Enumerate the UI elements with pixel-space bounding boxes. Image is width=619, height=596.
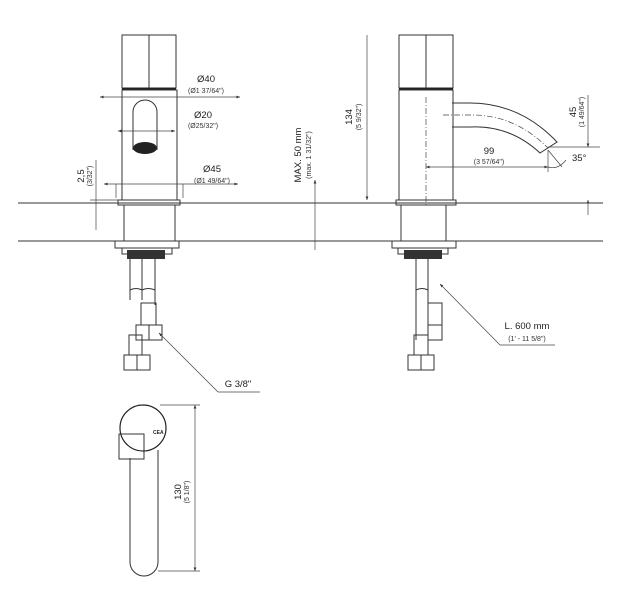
dim-dia45: Ø45 (203, 164, 221, 175)
sensor-window (133, 142, 157, 154)
dim-2-5: 2,5 (76, 169, 87, 182)
plan-view (118, 404, 200, 577)
dim-thread: G 3/8" (225, 379, 252, 390)
dim-hose-length: L. 600 mm (505, 321, 550, 332)
dim-134-inch: (5 9/32") (356, 104, 363, 131)
side-view (313, 34, 600, 371)
dim-2-5-inch: (3/32") (87, 166, 94, 187)
dim-dia40-inch: (Ø1 37/64") (188, 88, 224, 95)
dim-hose-length-inch: (1' - 11 5/8") (508, 336, 546, 343)
dim-134: 134 (344, 109, 355, 125)
dim-99: 99 (484, 146, 495, 157)
dim-45-inch: (1 49/64") (579, 97, 586, 128)
dim-dia20: Ø20 (194, 110, 212, 121)
countertop-lines (18, 202, 603, 242)
dim-45: 45 (568, 107, 579, 118)
dim-dia20-inch: (Ø25/32") (188, 123, 218, 130)
dim-max-50: MAX. 50 mm (293, 127, 304, 182)
front-view (90, 34, 260, 393)
dim-dia40: Ø40 (197, 74, 215, 85)
dim-angle: 35° (572, 153, 587, 164)
dim-max-50-inch: (max. 1 31/32") (306, 131, 313, 179)
dim-99-inch: (3 57/64") (474, 159, 505, 166)
dim-130-inch: (5 1/8") (184, 481, 191, 504)
dim-dia45-inch: (Ø1 49/64") (194, 178, 230, 185)
brand-logo: CEA (153, 430, 164, 436)
dim-130: 130 (173, 484, 184, 500)
